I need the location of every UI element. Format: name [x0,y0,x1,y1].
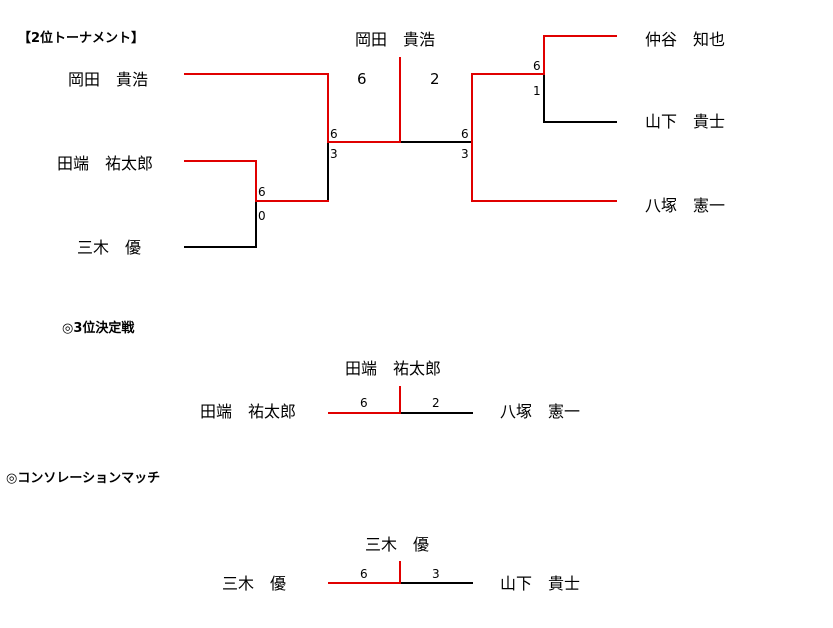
line-right-bottom-player [471,200,617,202]
line-left-semi-lower [327,142,329,202]
line-right-semi-lower [471,142,473,202]
left-semi-score-top: 6 [330,127,338,141]
line-left-qf-upper [255,160,257,202]
player-right-top: 仲谷 知也 [645,30,726,49]
line-left-top-player [184,73,329,75]
third-place-winner: 田端 祐太郎 [345,359,442,378]
third-place-title: ◎3位決定戦 [62,321,135,336]
bracket-title: 【2位トーナメント】 [18,31,145,46]
consolation-player-right: 山下 貴士 [500,574,581,593]
player-left-bottom: 三木 優 [77,238,142,257]
player-left-mid: 田端 祐太郎 [57,154,154,173]
player-right-bottom: 八塚 憲一 [645,196,726,215]
line-left-qf-winner [255,200,329,202]
line-right-semi-upper [471,73,473,143]
left-qf-score-top: 6 [258,185,266,199]
third-place-player-right: 八塚 憲一 [500,402,581,421]
consolation-score-left: 6 [360,567,368,581]
third-place-player-left: 田端 祐太郎 [200,402,297,421]
champion-name: 岡田 貴浩 [355,30,436,49]
right-semi-score-bottom: 3 [461,147,469,161]
third-place-score-left: 6 [360,396,368,410]
line-final-winner [399,57,401,143]
consolation-line-winner [399,561,401,584]
line-left-semi-upper [327,73,329,143]
line-left-bottom-player [184,246,257,248]
consolation-player-left: 三木 優 [222,574,287,593]
line-left-to-final [327,141,401,143]
consolation-score-right: 3 [432,567,440,581]
consolation-winner: 三木 優 [365,535,430,554]
player-left-top: 岡田 貴浩 [68,70,149,89]
third-place-line-right [401,412,473,414]
final-score-right: 2 [430,70,440,88]
consolation-line-left [328,582,401,584]
right-qf-score-top: 6 [533,59,541,73]
third-place-score-right: 2 [432,396,440,410]
line-right-qf-lower [543,74,545,122]
line-right-mid-player [543,121,617,123]
third-place-line-left [328,412,401,414]
player-right-mid: 山下 貴士 [645,112,726,131]
final-score-left: 6 [357,70,367,88]
line-right-qf-upper [543,35,545,75]
consolation-title: ◎コンソレーションマッチ [6,471,161,486]
right-qf-score-bottom: 1 [533,84,541,98]
left-qf-score-bottom: 0 [258,209,266,223]
right-semi-score-top: 6 [461,127,469,141]
consolation-line-right [401,582,473,584]
line-right-to-final [401,141,473,143]
line-right-qf-winner [471,73,545,75]
line-left-qf-lower [255,201,257,248]
left-semi-score-bottom: 3 [330,147,338,161]
third-place-line-winner [399,386,401,414]
line-left-mid-player [184,160,257,162]
line-right-top-player [543,35,617,37]
